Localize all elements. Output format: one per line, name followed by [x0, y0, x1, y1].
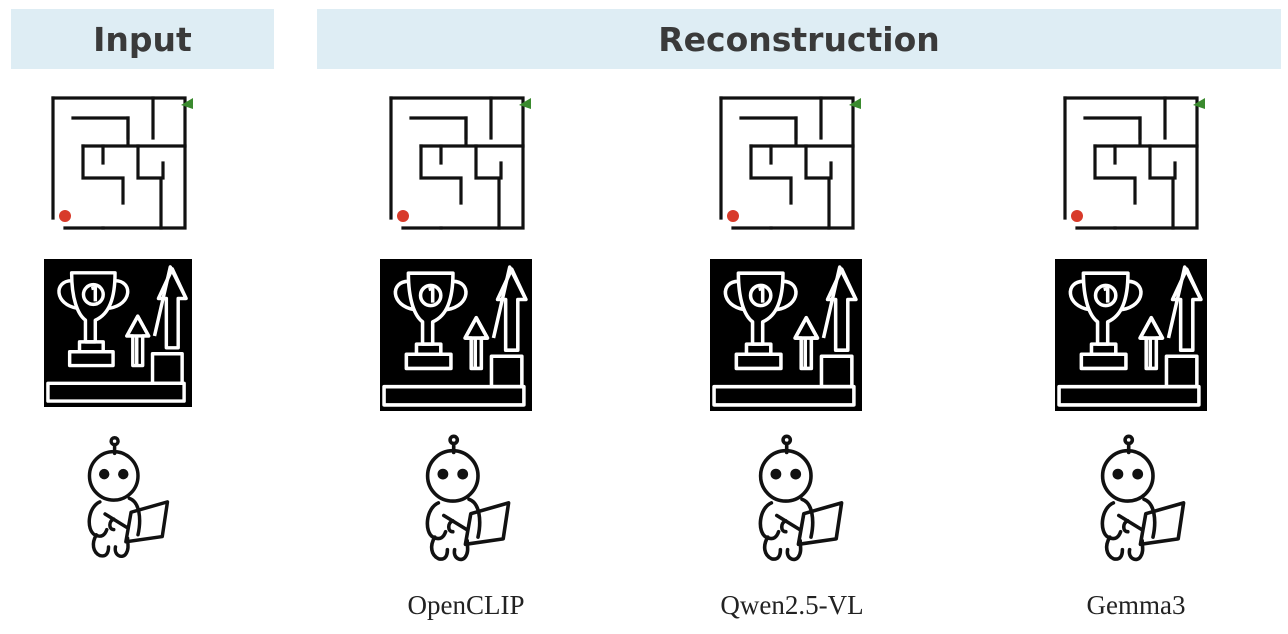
qwen-label: Qwen2.5-VL	[720, 590, 864, 620]
gemma-maze-image	[1055, 88, 1205, 238]
qwen-maze-image	[710, 88, 862, 238]
gemma-trophy-image	[1055, 259, 1207, 411]
input-header: Input	[11, 9, 274, 69]
input-trophy-image	[44, 259, 192, 407]
openclip-trophy-image	[380, 259, 532, 411]
input-robot-image	[60, 426, 190, 576]
reconstruction-header: Reconstruction	[317, 9, 1281, 69]
gemma-robot-image	[1072, 426, 1207, 578]
gemma-label: Gemma3	[1086, 590, 1186, 620]
input-header-label: Input	[93, 19, 192, 59]
qwen-robot-image	[730, 426, 865, 578]
reconstruction-header-label: Reconstruction	[658, 19, 940, 59]
openclip-maze-image	[380, 88, 532, 238]
input-maze-image	[42, 88, 194, 238]
openclip-robot-image	[397, 426, 532, 578]
openclip-label: OpenCLIP	[407, 590, 525, 620]
qwen-trophy-image	[710, 259, 862, 411]
